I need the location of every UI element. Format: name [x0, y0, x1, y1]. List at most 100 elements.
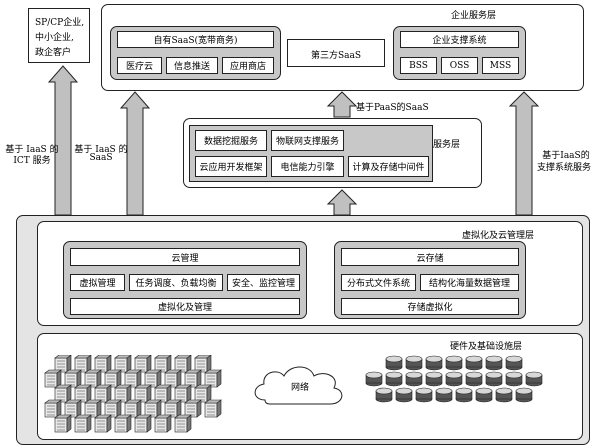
- server-icon: [74, 414, 92, 433]
- cloud-mgmt-bottom: 虚拟化及管理: [70, 298, 300, 315]
- paas-item-middleware: 计算及存储中间件: [348, 156, 429, 177]
- disk-icon: [475, 387, 493, 403]
- disk-icon: [425, 371, 443, 387]
- disk-icon: [465, 371, 483, 387]
- own-saas-item-appstore: 应用商店: [222, 57, 274, 74]
- server-icon: [114, 414, 132, 433]
- own-saas-panel: 自有SaaS(宽带商务) 医疗云 信息推送 应用商店: [110, 26, 281, 80]
- server-icon: [174, 355, 192, 373]
- disk-icon: [465, 355, 483, 371]
- server-icon: [114, 355, 132, 373]
- arrow-paas-saas: [326, 91, 358, 118]
- disk-icon: [505, 371, 523, 387]
- server-icon: [54, 355, 72, 373]
- cloud-storage-item-dfs: 分布式文件系统: [341, 274, 416, 291]
- support-item-oss: OSS: [441, 57, 478, 74]
- server-icon: [204, 369, 222, 388]
- disk-icon: [385, 355, 403, 371]
- disk-icon: [485, 355, 503, 371]
- server-icon: [134, 384, 152, 403]
- disk-icon: [505, 355, 523, 371]
- arrow-iaas-saas: [119, 91, 151, 216]
- customer-line-3: 政企客户: [35, 48, 72, 58]
- server-icon: [84, 399, 102, 418]
- server-icon: [94, 355, 112, 373]
- virtualization-layer-title: 虚拟化及云管理层: [462, 231, 535, 241]
- label-iaas-ict-1: 基于 IaaS 的: [5, 145, 59, 155]
- disk-icon: [395, 387, 413, 403]
- own-saas-title: 自有SaaS(宽带商务): [117, 31, 274, 48]
- server-icon: [104, 399, 122, 418]
- label-iaas-support-1: 基于IaaS的: [542, 151, 590, 161]
- disk-icon: [525, 371, 543, 387]
- enterprise-service-layer: 企业服务层: [101, 4, 584, 91]
- customer-box: SP/CP企业, 中小企业, 政企客户: [28, 8, 90, 63]
- server-icon: [64, 369, 82, 388]
- server-icon: [184, 369, 202, 388]
- label-iaas-ict-2: ICT 服务: [13, 156, 51, 166]
- paas-item-dev-framework: 云应用开发框架: [195, 156, 267, 177]
- server-icon: [164, 399, 182, 418]
- disk-icon: [415, 387, 433, 403]
- paas-item-iot: 物联网支撑服务: [271, 130, 344, 151]
- own-saas-item-push: 信息推送: [166, 57, 218, 74]
- server-icon: [174, 384, 192, 403]
- cloud-storage-title: 云存储: [341, 248, 519, 266]
- server-icon: [194, 384, 212, 403]
- server-icon: [124, 399, 142, 418]
- server-icon: [74, 355, 92, 373]
- enterprise-layer-title: 企业服务层: [451, 11, 497, 21]
- server-icon: [54, 384, 72, 403]
- label-iaas-saas-1: 基于 IaaS 的: [74, 145, 128, 155]
- hardware-layer-title: 硬件及基础设施层: [450, 342, 523, 352]
- disk-icon: [495, 387, 513, 403]
- server-icon: [204, 399, 222, 418]
- cloud-mgmt-item-scheduling: 任务调度、负载均衡: [129, 274, 223, 291]
- cloud-storage-panel: 云存储 分布式文件系统 结构化海量数据管理 存储虚拟化: [334, 241, 526, 319]
- server-icon: [44, 369, 62, 388]
- server-icon: [104, 369, 122, 388]
- cloud-mgmt-item-virtual: 虚拟管理: [70, 274, 125, 291]
- server-icon: [154, 355, 172, 373]
- arrow-iaas-support: [508, 91, 540, 216]
- disk-icon: [515, 387, 533, 403]
- support-system-title: 企业支撑系统: [400, 31, 519, 48]
- server-icon: [124, 369, 142, 388]
- label-paas-saas: 基于PaaS的SaaS: [356, 103, 429, 113]
- third-party-saas-box: 第三方SaaS: [287, 39, 385, 67]
- server-icon: [54, 414, 72, 433]
- server-icon: [154, 384, 172, 403]
- cloud-mgmt-item-security: 安全、监控管理: [227, 274, 300, 291]
- label-iaas-support-2: 支撑系统服务: [536, 163, 591, 173]
- server-icon: [64, 399, 82, 418]
- paas-item-telecom-engine: 电信能力引擎: [271, 156, 344, 177]
- disk-icon: [425, 355, 443, 371]
- server-icon: [164, 369, 182, 388]
- server-icon: [144, 399, 162, 418]
- disk-icon: [455, 387, 473, 403]
- disk-icon: [405, 355, 423, 371]
- own-saas-item-medical: 医疗云: [117, 57, 162, 74]
- server-cluster: [44, 355, 222, 433]
- server-icon: [134, 355, 152, 373]
- customer-line-2: 中小企业,: [35, 33, 74, 43]
- support-item-mss: MSS: [482, 57, 519, 74]
- server-icon: [154, 414, 172, 433]
- storage-disk-array: [365, 355, 543, 403]
- label-iaas-saas-2: SaaS: [89, 153, 113, 163]
- server-icon: [144, 369, 162, 388]
- server-icon: [184, 399, 202, 418]
- third-party-saas-label: 第三方SaaS: [310, 51, 362, 61]
- support-system-panel: 企业支撑系统 BSS OSS MSS: [393, 26, 526, 80]
- server-icon: [174, 414, 192, 433]
- server-icon: [194, 355, 212, 373]
- disk-icon: [445, 371, 463, 387]
- support-item-bss: BSS: [400, 57, 437, 74]
- paas-items-panel: 数据挖掘服务 物联网支撑服务 云应用开发框架 电信能力引擎 计算及存储中间件: [189, 125, 433, 182]
- disk-icon: [435, 387, 453, 403]
- disk-icon: [365, 371, 383, 387]
- network-label: 网络: [291, 383, 310, 393]
- disk-icon: [385, 371, 403, 387]
- cloud-mgmt-title: 云管理: [70, 248, 300, 266]
